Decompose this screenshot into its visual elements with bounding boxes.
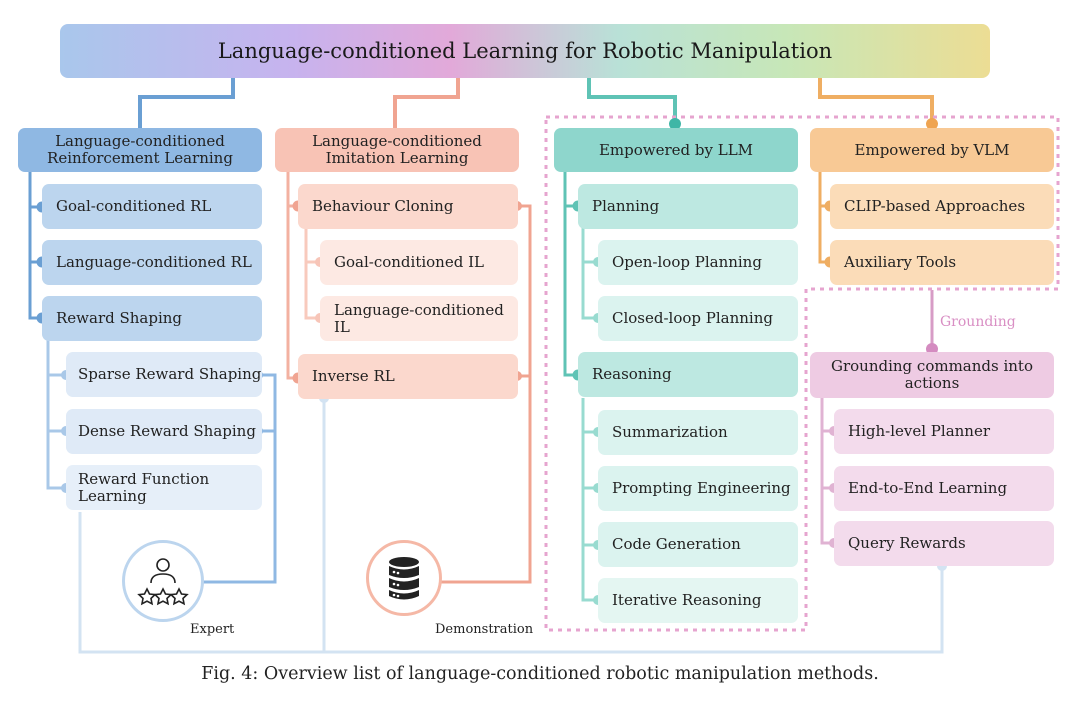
figure-caption: Fig. 4: Overview list of language-condit… — [201, 664, 879, 684]
llm-sub-summarization: Summarization — [598, 410, 798, 455]
diagram-title: Language-conditioned Learning for Roboti… — [60, 24, 990, 78]
grounding-item-query-rewards: Query Rewards — [834, 521, 1054, 566]
llm-item-planning: Planning — [578, 184, 798, 229]
llm-item-reasoning: Reasoning — [578, 352, 798, 397]
llm-sub-label: Closed-loop Planning — [612, 309, 773, 327]
rl-item-label: Language-conditioned RL — [56, 253, 252, 271]
il-sub-label: Language-conditioned IL — [334, 300, 504, 336]
grounding-item-label: End-to-End Learning — [848, 479, 1008, 497]
il-item-behaviour-cloning: Behaviour Cloning — [298, 184, 518, 229]
il-item-label: Inverse RL — [312, 367, 395, 385]
llm-sub-label: Open-loop Planning — [612, 253, 762, 271]
vlm-item-auxiliary: Auxiliary Tools — [830, 240, 1054, 285]
grounding-item-label: High-level Planner — [848, 422, 991, 440]
llm-sub-prompting: Prompting Engineering — [598, 466, 798, 511]
il-header: Language-conditioned Imitation Learning — [275, 128, 519, 172]
grounding-header-label: Grounding commands into actions — [830, 357, 1033, 392]
rl-sub-dense: Dense Reward Shaping — [66, 409, 262, 454]
rl-item-label: Goal-conditioned RL — [56, 197, 212, 215]
expert-rating-icon — [122, 540, 204, 622]
grounding-header: Grounding commands into actions — [810, 352, 1054, 398]
llm-header: Empowered by LLM — [554, 128, 798, 172]
llm-item-label: Planning — [592, 197, 660, 215]
vlm-item-clip: CLIP-based Approaches — [830, 184, 1054, 229]
vlm-header-label: Empowered by VLM — [854, 140, 1010, 159]
rl-sub-sparse: Sparse Reward Shaping — [66, 352, 262, 397]
llm-sub-code-generation: Code Generation — [598, 522, 798, 567]
rl-item-goal-conditioned: Goal-conditioned RL — [42, 184, 262, 229]
llm-sub-iterative: Iterative Reasoning — [598, 578, 798, 623]
vlm-item-label: CLIP-based Approaches — [844, 197, 1026, 215]
il-sub-language-conditioned: Language-conditioned IL — [320, 296, 518, 341]
rl-sub-label: Dense Reward Shaping — [78, 422, 256, 440]
rl-item-reward-shaping: Reward Shaping — [42, 296, 262, 341]
llm-sub-closed-loop: Closed-loop Planning — [598, 296, 798, 341]
rl-sub-label: Reward Function Learning — [78, 469, 210, 505]
grounding-item-high-level: High-level Planner — [834, 409, 1054, 454]
rl-header-label: Language-conditioned Reinforcement Learn… — [47, 132, 233, 167]
llm-sub-label: Iterative Reasoning — [612, 591, 762, 609]
llm-sub-label: Code Generation — [612, 535, 741, 553]
llm-sub-label: Prompting Engineering — [612, 479, 791, 497]
il-item-label: Behaviour Cloning — [312, 197, 454, 215]
llm-header-label: Empowered by LLM — [598, 140, 754, 159]
grounding-item-label: Query Rewards — [848, 534, 966, 552]
il-item-inverse-rl: Inverse RL — [298, 354, 518, 399]
rl-item-language-conditioned: Language-conditioned RL — [42, 240, 262, 285]
il-sub-label: Goal-conditioned IL — [334, 253, 484, 271]
il-header-label: Language-conditioned Imitation Learning — [312, 132, 482, 167]
il-sub-goal-conditioned: Goal-conditioned IL — [320, 240, 518, 285]
demonstration-label: Demonstration — [435, 622, 534, 637]
llm-sub-label: Summarization — [612, 423, 728, 441]
rl-item-label: Reward Shaping — [56, 309, 183, 327]
llm-sub-open-loop: Open-loop Planning — [598, 240, 798, 285]
llm-item-label: Reasoning — [592, 365, 672, 383]
grounding-item-end-to-end: End-to-End Learning — [834, 466, 1054, 511]
rl-sub-label: Sparse Reward Shaping — [78, 365, 262, 383]
vlm-item-label: Auxiliary Tools — [844, 253, 957, 271]
database-icon — [366, 540, 442, 616]
grounding-label: Grounding — [940, 314, 1016, 330]
expert-label: Expert — [190, 622, 235, 637]
rl-sub-reward-function: Reward Function Learning — [66, 465, 262, 510]
vlm-header: Empowered by VLM — [810, 128, 1054, 172]
rl-header: Language-conditioned Reinforcement Learn… — [18, 128, 262, 172]
